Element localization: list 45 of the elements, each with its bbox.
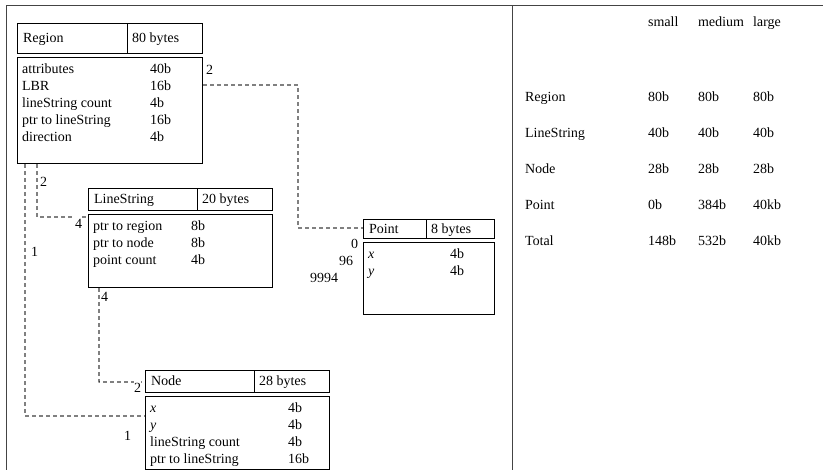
field-name: ptr to lineString [22, 112, 111, 129]
record-size: 28 bytes [255, 370, 330, 393]
field-size: 4b [191, 252, 205, 269]
record-size: 80 bytes [128, 23, 203, 54]
field-name: lineString count [22, 95, 112, 112]
field-name: direction [22, 129, 72, 146]
field-name: x [150, 400, 156, 417]
field-size: 16b [150, 78, 171, 95]
record-name: Point [363, 219, 427, 239]
table-text: large [753, 14, 781, 31]
field-size: 40b [150, 61, 171, 78]
field-size: 16b [288, 451, 309, 468]
field-name: ptr to lineString [150, 451, 239, 468]
field-size: 8b [191, 235, 205, 252]
table-text: LineString [525, 125, 585, 142]
record-name: Region [17, 23, 128, 54]
field-size: 8b [191, 218, 205, 235]
index-value: 0 [350, 236, 358, 253]
record-name: Node [145, 370, 255, 393]
record-name: LineString [88, 188, 198, 211]
field-size: 4b [450, 263, 464, 280]
record-size: 20 bytes [198, 188, 273, 211]
field-size: 4b [450, 246, 464, 263]
field-name: LBR [22, 78, 50, 95]
field-name: ptr to node [93, 235, 154, 252]
field-name: ptr to region [93, 218, 162, 235]
field-size: 4b [288, 400, 302, 417]
connector-line [202, 84, 364, 228]
field-name: y [368, 263, 374, 280]
field-name: point count [93, 252, 156, 269]
table-text: Region [525, 89, 566, 106]
field-size: 16b [150, 112, 171, 129]
field-size: 4b [288, 434, 302, 451]
field-size: 4b [150, 129, 164, 146]
record-size: 8 bytes [427, 219, 495, 239]
field-name: lineString count [150, 434, 240, 451]
connector-line [36, 164, 88, 218]
connector-line [24, 164, 146, 416]
field-name: attributes [22, 61, 74, 78]
index-value: 96 [338, 253, 353, 270]
field-name: x [368, 246, 374, 263]
index-value: 9994 [309, 270, 338, 287]
field-size: 4b [288, 417, 302, 434]
field-size: 4b [150, 95, 164, 112]
field-name: y [150, 417, 156, 434]
